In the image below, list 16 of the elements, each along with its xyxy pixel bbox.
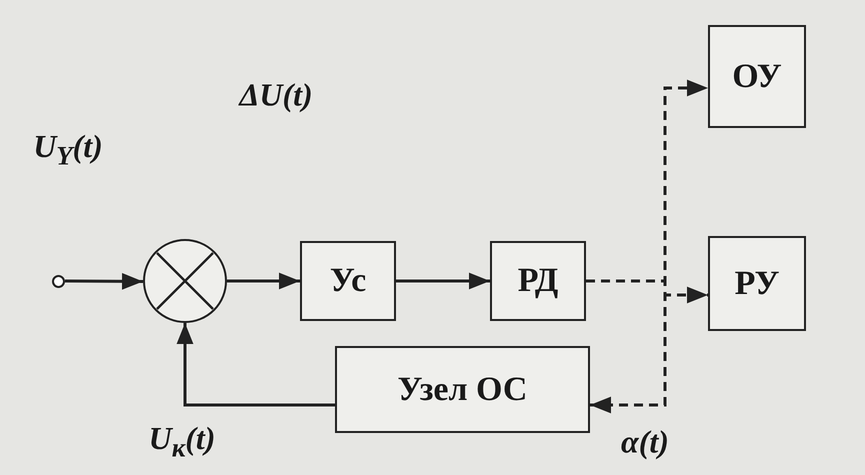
block (708, 25, 806, 128)
arrow (227, 272, 300, 290)
dashed-arrow (586, 280, 666, 414)
block (490, 241, 586, 321)
arrow (176, 323, 335, 406)
arrow (64, 272, 144, 290)
block-label: Узел ОС (398, 370, 528, 408)
block-label: РД (518, 262, 558, 300)
block-label: РУ (734, 264, 780, 302)
block (335, 346, 590, 433)
block-label: ОУ (732, 58, 782, 96)
block (300, 241, 396, 321)
block-label: Ус (330, 262, 366, 300)
block (708, 236, 806, 331)
arrow (396, 272, 490, 290)
input-terminal (52, 275, 65, 288)
